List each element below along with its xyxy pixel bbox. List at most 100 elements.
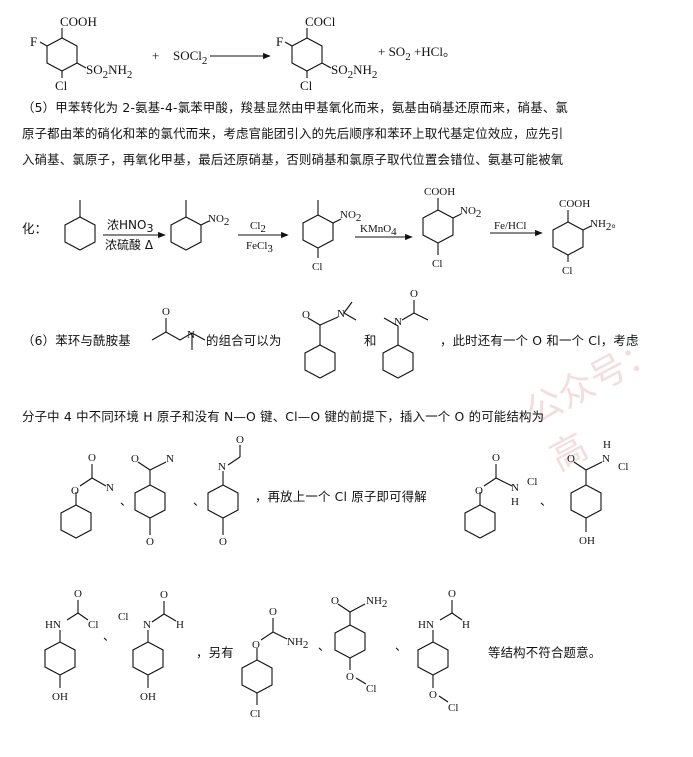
- svg-text:NH2: NH2: [366, 595, 387, 610]
- para6-text-d: ，再放上一个 Cl 原子即可得解: [255, 489, 427, 504]
- svg-text:O: O: [448, 588, 456, 600]
- struct-carbamate-nhcl: O O N H Cl: [464, 452, 537, 539]
- svg-text:+: +: [152, 48, 159, 63]
- route-chloro-nitrotoluene: NO2 Cl: [302, 200, 361, 273]
- route-toluene: [64, 200, 96, 251]
- struct-hydroxy-benzamide-ncl: O N H Cl OH: [567, 439, 628, 547]
- svg-text:H: H: [511, 496, 519, 508]
- svg-text:、: 、: [540, 494, 552, 508]
- svg-text:NH2。: NH2。: [590, 218, 622, 233]
- svg-text:浓硫酸 Δ: 浓硫酸 Δ: [105, 237, 154, 252]
- svg-text:O: O: [331, 595, 339, 607]
- svg-text:O: O: [131, 453, 139, 465]
- svg-text:O: O: [475, 485, 483, 497]
- eq1-p-f: F: [276, 34, 283, 49]
- svg-text:浓HNO3: 浓HNO3: [107, 218, 153, 235]
- svg-text:COOH: COOH: [559, 198, 590, 210]
- svg-text:O: O: [160, 589, 168, 601]
- svg-text:Cl: Cl: [88, 619, 98, 631]
- svg-text:NO2: NO2: [340, 209, 361, 224]
- struct-carbamate-nme2: O O N: [60, 452, 114, 539]
- para6-text-b: 的组合可以为: [206, 333, 282, 348]
- svg-text:FeCl3: FeCl3: [246, 240, 273, 255]
- svg-text:、: 、: [103, 629, 115, 643]
- para6-line2: 分子中 4 中不同环境 H 原子和没有 N—O 键、Cl—O 键的前提下，插入一…: [22, 409, 545, 424]
- eq1-f: F: [30, 34, 37, 49]
- svg-text:Cl2: Cl2: [250, 220, 266, 235]
- svg-text:OH: OH: [579, 535, 595, 547]
- svg-text:Cl: Cl: [118, 611, 128, 623]
- struct-methoxy-acetanilide: N O O: [207, 434, 244, 548]
- svg-text:O: O: [252, 639, 260, 651]
- svg-text:H: H: [603, 439, 611, 451]
- eq1-cl: Cl: [55, 78, 68, 93]
- struct-chlorophenyl-carbamate: O O NH2 Cl: [241, 606, 308, 720]
- svg-text:N: N: [187, 329, 195, 341]
- svg-text:Fe/HCl: Fe/HCl: [494, 220, 526, 232]
- svg-text:N: N: [106, 482, 114, 494]
- svg-text:N: N: [166, 453, 174, 465]
- svg-text:SO2NH2: SO2NH2: [331, 62, 377, 81]
- route-target-aminochlorobenzoic-acid: COOH NH2。 Cl: [552, 198, 622, 277]
- svg-text:、: 、: [395, 639, 407, 653]
- svg-text:O: O: [567, 453, 575, 465]
- svg-text:Cl: Cl: [562, 265, 572, 277]
- struct-hydroxy-carbamoyl-chloride: HN O Cl OH: [44, 588, 98, 703]
- svg-text:HN: HN: [418, 619, 434, 631]
- svg-text:H: H: [462, 619, 470, 631]
- struct-chlorooxy-benzamide: O NH2 O Cl: [331, 595, 387, 695]
- eq1-p-cl: Cl: [300, 78, 313, 93]
- svg-text:H: H: [176, 619, 184, 631]
- svg-text:O: O: [88, 452, 96, 464]
- svg-text:Cl: Cl: [250, 708, 260, 720]
- svg-text:O: O: [74, 588, 82, 600]
- svg-text:SOCl2: SOCl2: [173, 48, 207, 67]
- para6-text-e: ，另有: [196, 645, 234, 660]
- svg-text:N: N: [143, 619, 151, 631]
- svg-text:COOH: COOH: [424, 186, 455, 198]
- para5-line1: （5）甲苯转化为 2-氨基-4-氯苯甲酸，羧基显然由甲基氧化而来，氨基由硝基还原…: [22, 100, 569, 115]
- svg-text:、: 、: [193, 494, 205, 508]
- svg-text:、: 、: [120, 494, 132, 508]
- eq1-cooh: COOH: [60, 14, 97, 29]
- para5-line2: 原子都由苯的硝化和苯的氯代而来，考虑官能团引入的先后顺序和苯环上取代基定位效应，…: [22, 126, 564, 141]
- combo-benzamide: O N: [302, 301, 357, 379]
- para6-text-f: 等结构不符合题意。: [488, 645, 602, 660]
- svg-text:Cl: Cl: [527, 476, 537, 488]
- eq1-product: COCl F SO2NH2 Cl: [276, 14, 377, 93]
- amide-fragment: O N: [151, 306, 206, 350]
- svg-text:KMnO4: KMnO4: [360, 223, 397, 238]
- svg-text:O: O: [71, 485, 79, 497]
- struct-methoxy-benzamide: O N O: [131, 453, 174, 548]
- combo-acetanilide: N O: [382, 288, 429, 379]
- svg-text:NO2: NO2: [460, 205, 481, 220]
- svg-text:NO2: NO2: [208, 213, 229, 228]
- route-nitrotoluene: NO2: [170, 200, 229, 251]
- svg-text:、: 、: [318, 639, 330, 653]
- svg-text:N: N: [602, 453, 610, 465]
- svg-text:O: O: [219, 536, 227, 548]
- eq1-reactant: COOH F SO2NH2 Cl: [30, 14, 132, 93]
- svg-text:SO2NH2: SO2NH2: [86, 62, 132, 81]
- svg-text:+ SO2 +HCl。: + SO2 +HCl。: [378, 44, 456, 63]
- svg-text:O: O: [346, 671, 354, 683]
- svg-text:NH2: NH2: [287, 636, 308, 651]
- struct-hydroxy-n-chloroformanilide: Cl N O H OH: [118, 589, 184, 703]
- svg-text:OH: OH: [52, 691, 68, 703]
- svg-text:O: O: [492, 452, 500, 464]
- svg-text:Cl: Cl: [432, 258, 442, 270]
- svg-text:O: O: [302, 309, 310, 321]
- svg-text:Cl: Cl: [312, 261, 322, 273]
- svg-text:OH: OH: [140, 691, 156, 703]
- eq1-cocl: COCl: [305, 14, 336, 29]
- svg-text:O: O: [429, 689, 437, 701]
- svg-text:Cl: Cl: [448, 702, 458, 714]
- para5-line4: 化：: [22, 221, 48, 236]
- struct-chlorooxy-formanilide: HN O H O Cl: [417, 588, 470, 714]
- para6-text-a: （6）苯环与酰胺基: [22, 333, 131, 348]
- para6-and: 和: [364, 333, 377, 348]
- svg-text:N: N: [337, 308, 345, 320]
- svg-text:HN: HN: [45, 619, 61, 631]
- para6-text-c: ，此时还有一个 O 和一个 Cl，考虑: [440, 333, 639, 348]
- svg-text:O: O: [146, 536, 154, 548]
